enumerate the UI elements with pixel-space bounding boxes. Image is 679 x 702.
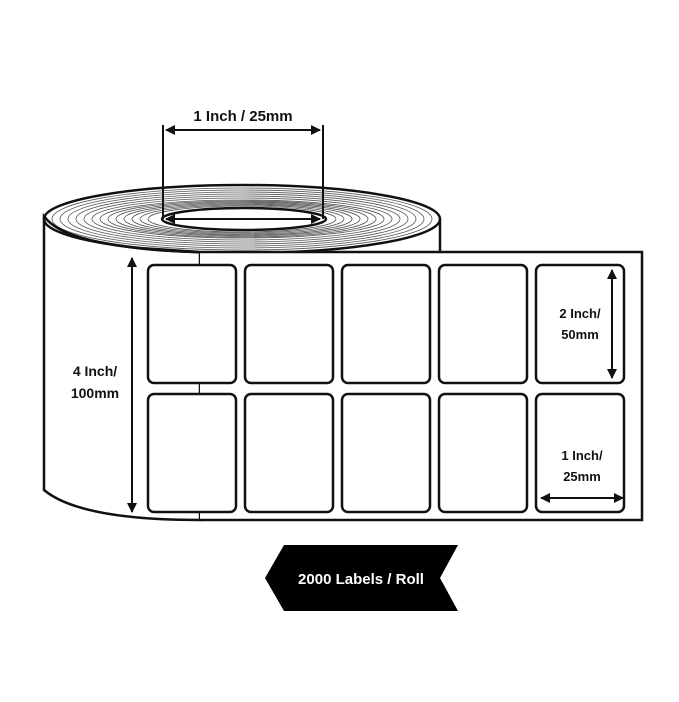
label-r2-c5 xyxy=(534,392,626,514)
label-r1-c4 xyxy=(437,263,529,385)
label-r2-c1 xyxy=(146,392,238,514)
core-width-dimension: 1 Inch / 25mm xyxy=(162,108,324,224)
banner-text: 2000 Labels / Roll xyxy=(298,571,424,588)
label-width-dimension: 1 Inch/ 25mm xyxy=(540,448,624,503)
label-height-dimension: 2 Inch/ 50mm xyxy=(559,269,617,379)
roll-height-dimension: 4 Inch/ 100mm xyxy=(71,257,137,513)
label-grid xyxy=(146,263,626,514)
label-r2-c2 xyxy=(243,392,335,514)
label-width-label-line2: 25mm xyxy=(563,469,601,484)
labels-per-roll-banner: 2000 Labels / Roll xyxy=(265,545,458,611)
label-r2-c3 xyxy=(340,392,432,514)
label-r1-c5 xyxy=(534,263,626,385)
roll-height-label-line2: 100mm xyxy=(71,385,119,401)
label-r1-c2 xyxy=(243,263,335,385)
label-r1-c1 xyxy=(146,263,238,385)
label-width-label-line1: 1 Inch/ xyxy=(561,448,603,463)
label-r1-c3 xyxy=(340,263,432,385)
label-r2-c4 xyxy=(437,392,529,514)
label-height-label-line2: 50mm xyxy=(561,327,599,342)
roll-height-label-line1: 4 Inch/ xyxy=(73,363,117,379)
label-height-label-line1: 2 Inch/ xyxy=(559,306,601,321)
banner-shape xyxy=(265,545,458,611)
roll-windings xyxy=(51,187,433,251)
core-width-label: 1 Inch / 25mm xyxy=(193,108,292,125)
